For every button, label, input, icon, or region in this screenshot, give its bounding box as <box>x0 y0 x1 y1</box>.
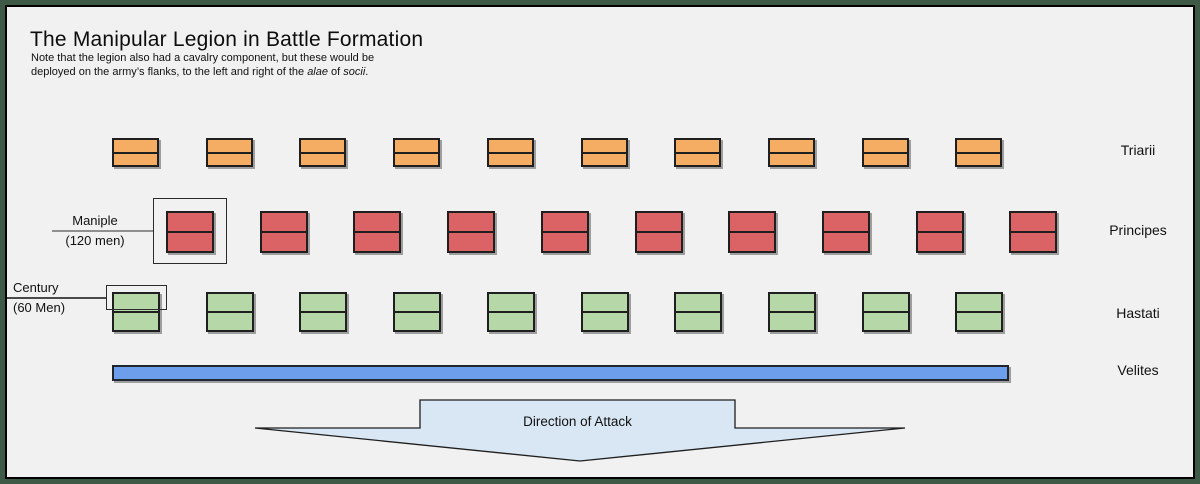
attack-arrow-shape <box>254 399 906 462</box>
century-divider <box>583 311 627 313</box>
row-label-principes: Principes <box>1109 222 1167 238</box>
century-divider <box>355 231 399 233</box>
maniple-hastati <box>581 292 629 332</box>
century-divider <box>262 231 306 233</box>
maniple-hastati <box>955 292 1003 332</box>
century-divider <box>957 151 1000 154</box>
century-divider <box>770 151 813 154</box>
century-divider <box>301 311 345 313</box>
century-divider <box>918 231 962 233</box>
maniple-triarii <box>581 138 628 167</box>
century-divider <box>637 231 681 233</box>
century-divider <box>583 151 626 154</box>
maniple-principes <box>447 211 495 253</box>
maniple-callout-line <box>52 230 153 232</box>
century-divider <box>730 231 774 233</box>
note-line2: deployed on the army’s flanks, to the le… <box>31 65 308 78</box>
maniple-triarii <box>112 138 159 167</box>
century-callout-title: Century <box>13 280 59 295</box>
note-italic-socii: socii <box>343 65 366 78</box>
attack-arrow <box>254 399 906 462</box>
row-label-hastati: Hastati <box>1116 305 1160 321</box>
maniple-triarii <box>487 138 534 167</box>
maniple-triarii <box>768 138 815 167</box>
century-divider <box>208 151 251 154</box>
century-divider <box>864 151 907 154</box>
century-callout-line <box>7 297 106 299</box>
note-mid: of <box>327 65 344 78</box>
maniple-callout-subtitle: (120 men) <box>65 233 125 248</box>
century-divider <box>770 311 814 313</box>
note-italic-alae: alae <box>307 65 328 78</box>
maniple-hastati <box>112 292 160 332</box>
century-divider <box>543 231 587 233</box>
note-end: . <box>365 65 369 78</box>
century-divider <box>114 151 157 154</box>
velites-bar <box>112 365 1009 381</box>
century-divider <box>449 231 493 233</box>
maniple-hastati <box>299 292 347 332</box>
maniple-principes <box>260 211 308 253</box>
maniple-principes <box>635 211 683 253</box>
note-line1: Note that the legion also had a cavalry … <box>31 52 375 64</box>
page-title: The Manipular Legion in Battle Formation <box>30 28 424 51</box>
century-divider <box>824 231 868 233</box>
century-divider <box>864 311 908 313</box>
maniple-triarii <box>955 138 1002 167</box>
century-divider <box>395 151 438 154</box>
century-divider <box>168 231 212 233</box>
maniple-callout-title: Maniple <box>72 213 118 228</box>
row-label-triarii: Triarii <box>1120 142 1156 158</box>
maniple-principes <box>353 211 401 253</box>
century-callout-box <box>106 285 167 310</box>
maniple-hastati <box>393 292 441 332</box>
century-divider <box>957 311 1001 313</box>
century-divider <box>1011 231 1055 233</box>
maniple-triarii <box>206 138 253 167</box>
maniple-principes <box>1009 211 1057 253</box>
maniple-hastati <box>862 292 910 332</box>
row-label-velites: Velites <box>1117 362 1159 378</box>
maniple-triarii <box>862 138 909 167</box>
century-callout-subtitle: (60 Men) <box>13 300 66 315</box>
maniple-principes <box>166 211 214 253</box>
maniple-hastati <box>768 292 816 332</box>
maniple-triarii <box>299 138 346 167</box>
maniple-triarii <box>674 138 721 167</box>
maniple-callout-box <box>153 198 227 264</box>
century-divider <box>301 151 344 154</box>
century-divider <box>676 151 719 154</box>
century-divider <box>489 311 533 313</box>
century-divider <box>114 311 158 313</box>
subtitle-note: Note that the legion also had a cavalry … <box>31 52 374 79</box>
maniple-principes <box>728 211 776 253</box>
century-divider <box>676 311 720 313</box>
maniple-principes <box>541 211 589 253</box>
maniple-hastati <box>674 292 722 332</box>
maniple-hastati <box>206 292 254 332</box>
century-divider <box>208 311 252 313</box>
maniple-principes <box>916 211 964 253</box>
attack-arrow-label: Direction of Attack <box>523 414 632 429</box>
maniple-principes <box>822 211 870 253</box>
maniple-triarii <box>393 138 440 167</box>
century-divider <box>489 151 532 154</box>
century-divider <box>395 311 439 313</box>
maniple-hastati <box>487 292 535 332</box>
